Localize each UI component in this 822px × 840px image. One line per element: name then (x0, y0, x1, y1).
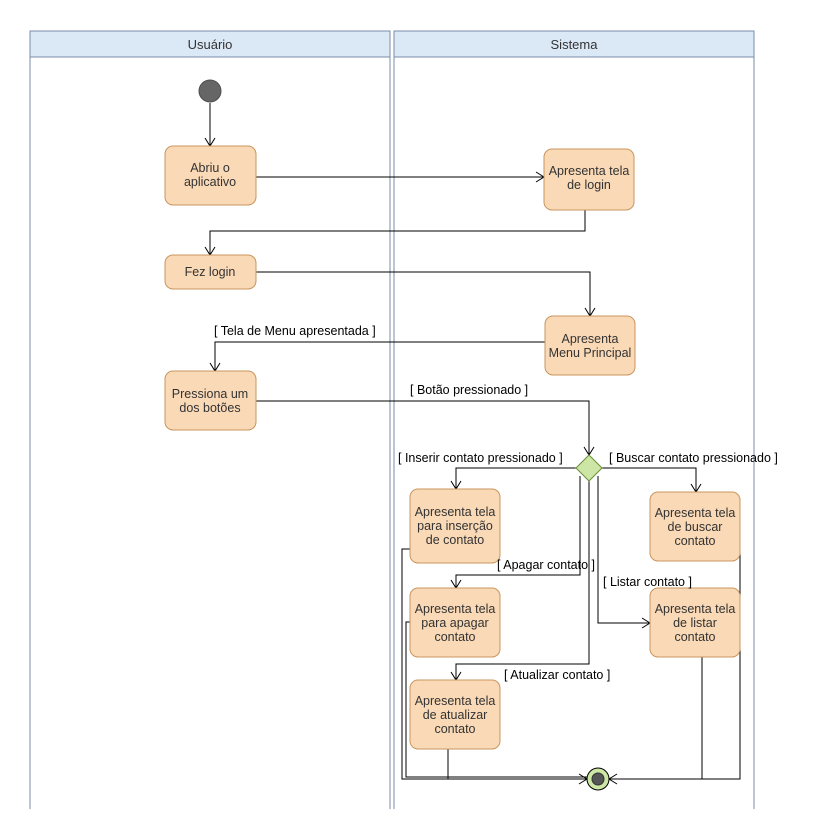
activity-tela-buscar: Apresenta tela de buscar contato (649, 491, 741, 562)
activity-label-line: Apresenta tela (415, 602, 496, 616)
activity-label-line: Menu Principal (549, 346, 632, 360)
activity-label-line: Pressiona um (172, 387, 248, 401)
activity-pressiona-botoes: Pressiona um dos botões (164, 370, 257, 431)
activity-label-line: de listar (673, 616, 717, 630)
activity-tela-atualizar: Apresenta tela de atualizar contato (409, 679, 501, 750)
activity-label-line: dos botões (179, 401, 240, 415)
activity-label-line: Apresenta (562, 332, 619, 346)
activity-label-line: contato (434, 722, 475, 736)
activity-apresenta-tela-login: Apresenta tela de login (543, 148, 635, 211)
guard-apagar: [ Apagar contato ] (497, 558, 595, 572)
activity-tela-listar: Apresenta tela de listar contato (649, 587, 741, 658)
activity-label-line: de contato (426, 533, 484, 547)
activity-abriu-aplicativo: Abriu o aplicativo (164, 145, 257, 206)
activity-fez-login: Fez login (164, 254, 257, 290)
guard-menu-apresentada: [ Tela de Menu apresentada ] (214, 324, 376, 338)
activity-label-line: de buscar (668, 520, 723, 534)
decision-node (575, 454, 603, 482)
activity-label-line: para apagar (421, 616, 488, 630)
guard-botao-pressionado: [ Botão pressionado ] (410, 383, 528, 397)
guard-atualizar: [ Atualizar contato ] (504, 668, 610, 682)
activity-label-line: de login (567, 178, 611, 192)
swimlane-usuario-title: Usuário (188, 37, 233, 52)
activity-tela-apagar: Apresenta tela para apagar contato (409, 587, 501, 658)
activity-label-line: Apresenta tela (655, 506, 736, 520)
activity-label-line: contato (674, 534, 715, 548)
guard-inserir: [ Inserir contato pressionado ] (398, 451, 563, 465)
swimlane-sistema-title: Sistema (551, 37, 599, 52)
activity-label-line: Apresenta tela (415, 505, 496, 519)
activity-label-line: contato (674, 630, 715, 644)
activity-label-line: Apresenta tela (549, 164, 630, 178)
activity-label-line: Fez login (185, 265, 236, 279)
activity-label-line: contato (434, 630, 475, 644)
guard-buscar: [ Buscar contato pressionado ] (609, 451, 778, 465)
activity-label-line: Apresenta tela (655, 602, 736, 616)
activity-tela-insercao: Apresenta tela para inserção de contato (409, 488, 501, 564)
activity-label-line: Apresenta tela (415, 694, 496, 708)
guard-listar: [ Listar contato ] (603, 575, 692, 589)
activity-label-line: para inserção (417, 519, 493, 533)
activity-label-line: de atualizar (423, 708, 488, 722)
activity-label-line: aplicativo (184, 175, 236, 189)
initial-node (198, 79, 222, 103)
activity-apresenta-menu-principal: Apresenta Menu Principal (544, 315, 636, 376)
final-node (586, 767, 610, 791)
activity-label-line: Abriu o (190, 161, 230, 175)
